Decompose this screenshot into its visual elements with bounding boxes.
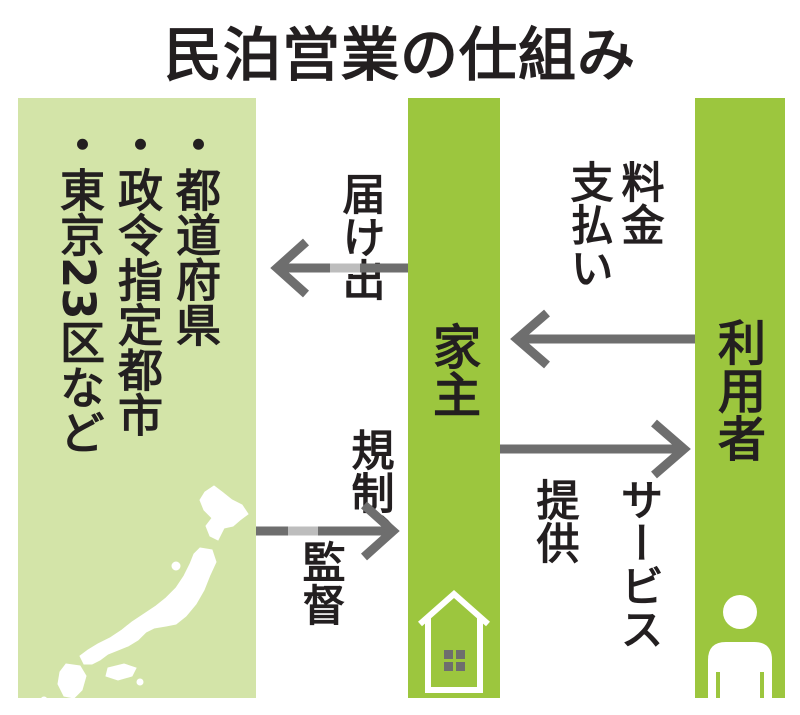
house-window-icon: [444, 650, 465, 671]
house-icon: [418, 589, 490, 693]
authorities-panel: [18, 98, 256, 698]
person-icon: [708, 595, 772, 698]
authority-item-tokyo-wards: ・東京23区など: [52, 122, 105, 455]
service-label-line1: サービス: [613, 478, 663, 650]
service-arrow: [500, 419, 691, 479]
authority-item-designated-cities: ・政令指定都市: [110, 122, 163, 437]
authority-item-prefectures: ・都道府県: [168, 122, 221, 347]
person-body-lines: [716, 672, 764, 698]
regulation-label-line2: 監督: [295, 540, 345, 626]
japan-map-icon: [40, 485, 249, 704]
payment-label-line2: 支払い: [563, 160, 613, 289]
regulation-arrow: [256, 501, 400, 561]
user-label: 利用者: [709, 318, 765, 462]
diagram-title: 民泊営業の仕組み: [163, 21, 636, 89]
host-label: 家主: [424, 322, 480, 418]
payment-arrow: [510, 309, 695, 369]
payment-label-line1: 料金: [614, 160, 664, 246]
notification-label: 届け出: [335, 172, 385, 301]
service-label-line2: 提供: [529, 478, 579, 564]
